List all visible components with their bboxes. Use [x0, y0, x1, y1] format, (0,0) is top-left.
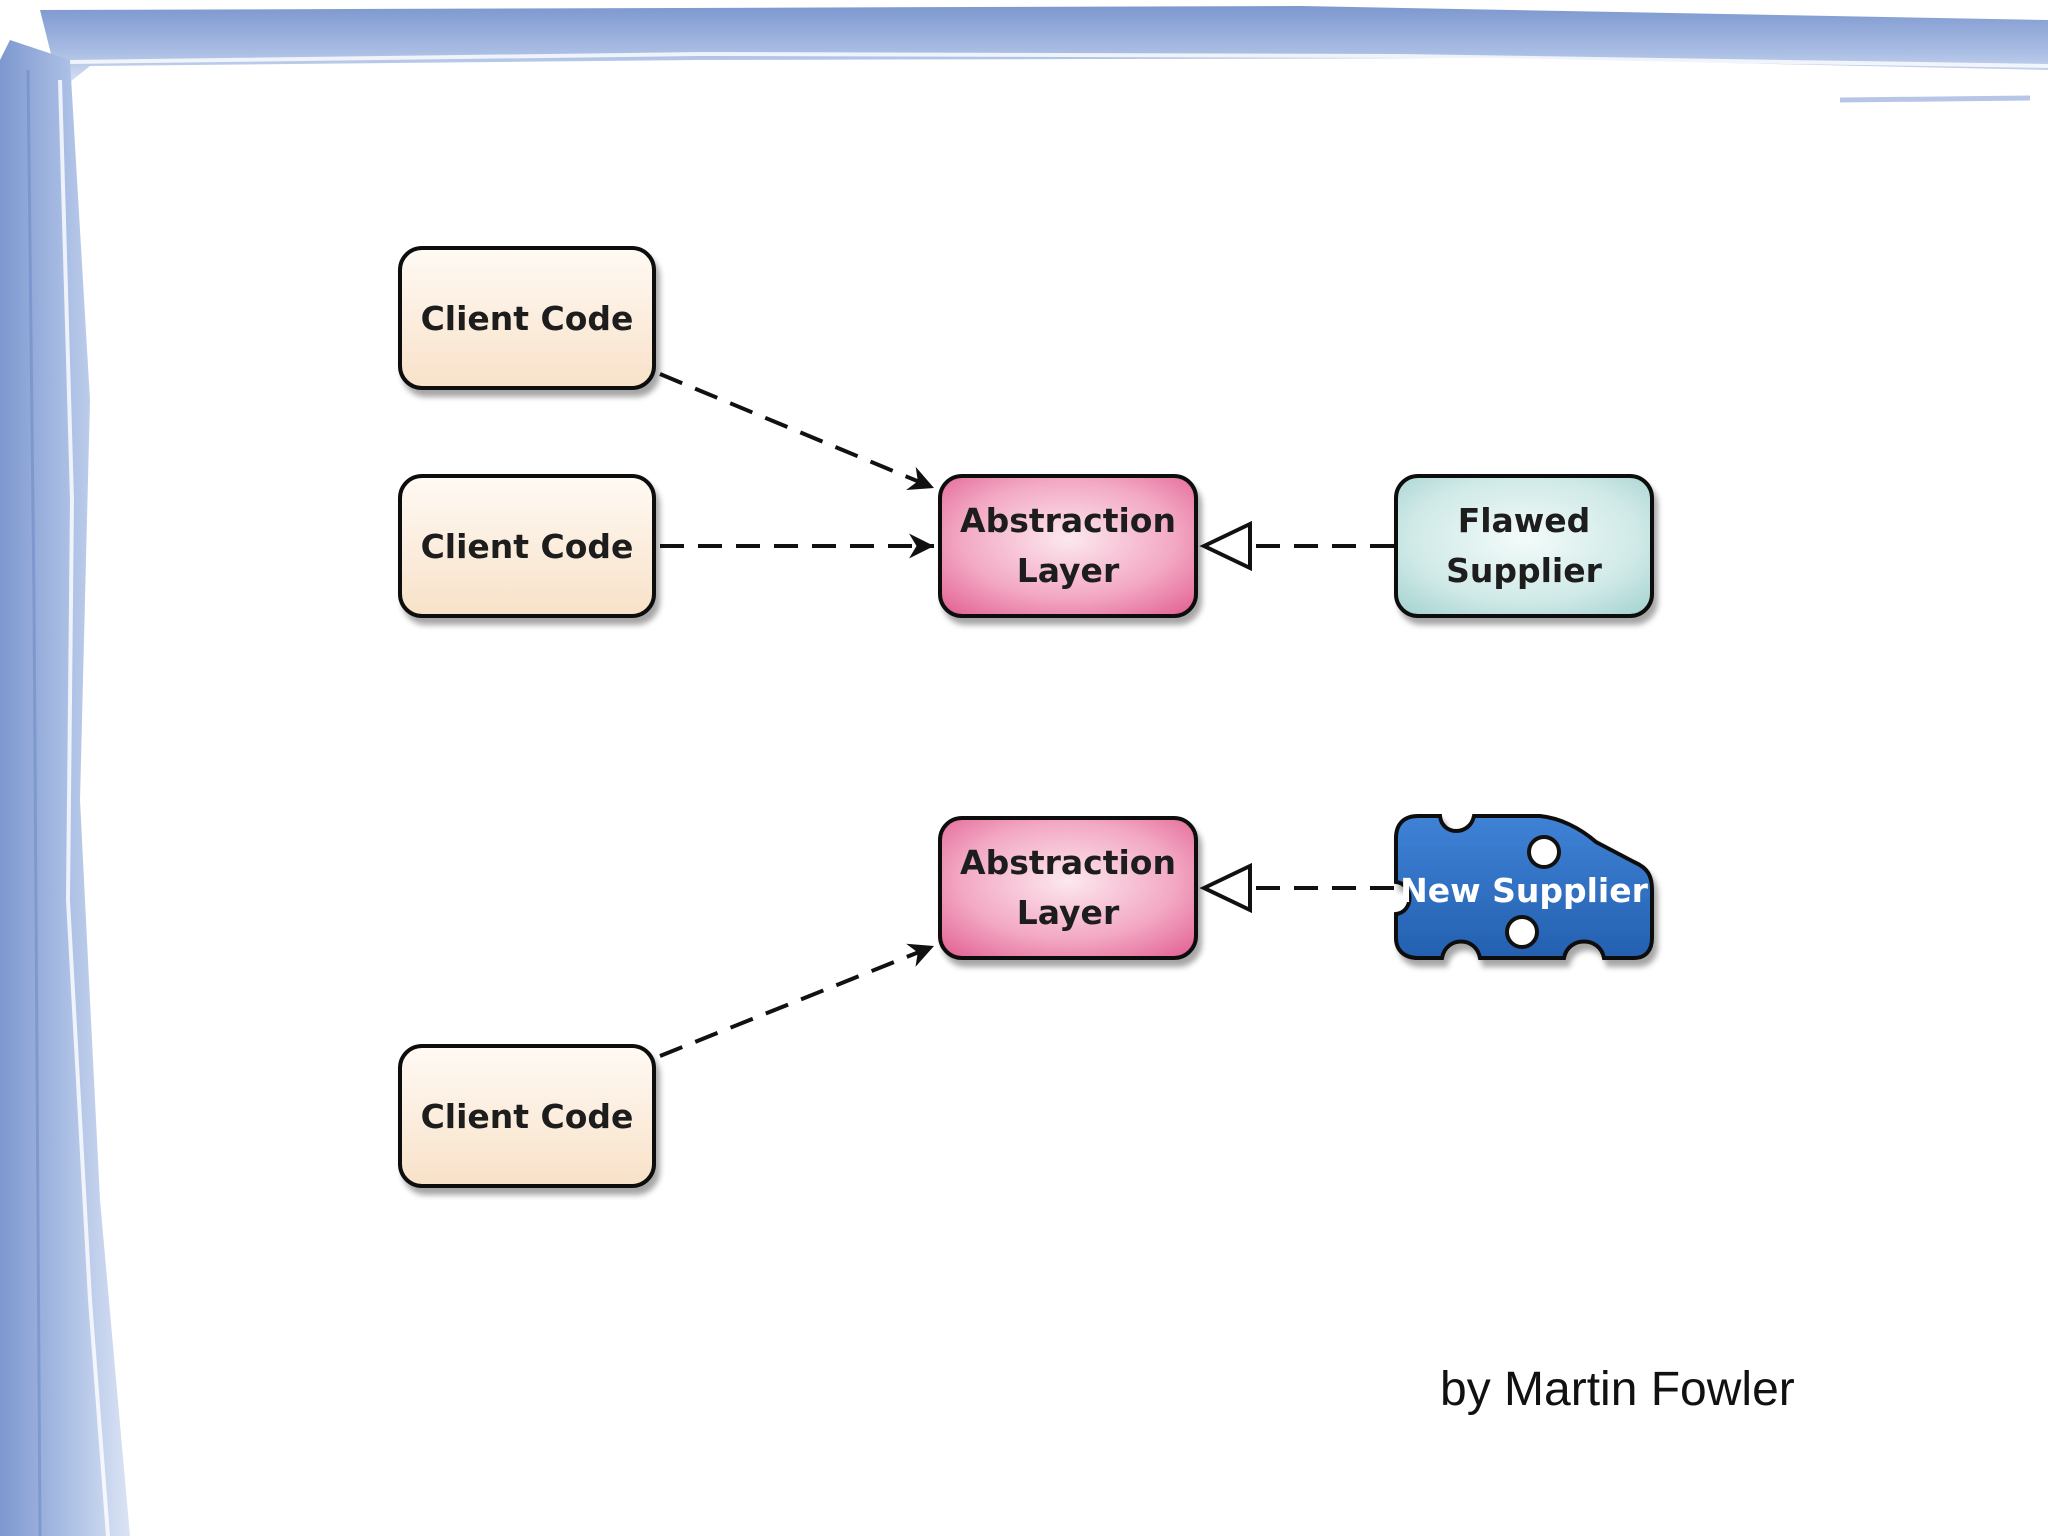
frame-top-stroke [69, 51, 2048, 68]
node-new-supplier: New Supplier [1394, 814, 1654, 960]
edge-client-bottom-to-abstraction-bottom [659, 943, 935, 1058]
author-credit: by Martin Fowler [1440, 1363, 1795, 1416]
cheese-hole [1505, 915, 1539, 949]
frame-top-band [40, 6, 2048, 90]
hollow-triangle-arrowhead-top [1199, 520, 1252, 572]
node-label-line-2: Layer [1017, 551, 1120, 590]
node-client-code-middle: Client Code [398, 474, 656, 618]
node-label: New Supplier [1400, 871, 1648, 910]
hollow-triangle-arrowhead-bottom [1199, 862, 1252, 914]
node-label-line-1: Abstraction [960, 843, 1176, 882]
node-label: Client Code [421, 1097, 634, 1136]
node-client-code-top: Client Code [398, 246, 656, 390]
node-label-line-2: Layer [1017, 893, 1120, 932]
node-abstraction-layer-top: Abstraction Layer [938, 474, 1198, 618]
frame-left-stroke-2 [26, 69, 42, 1536]
node-label: Client Code [421, 299, 634, 338]
cheese-shape-icon [1394, 814, 1654, 960]
frame-top-stroke-2 [1839, 95, 2031, 103]
node-label-line-2: Supplier [1446, 551, 1603, 590]
node-client-code-bottom: Client Code [398, 1044, 656, 1188]
node-flawed-supplier: Flawed Supplier [1394, 474, 1654, 618]
node-abstraction-layer-bottom: Abstraction Layer [938, 816, 1198, 960]
node-label: Client Code [421, 527, 634, 566]
edge-client-top-to-abstraction-top [659, 372, 935, 490]
node-label-line-1: Flawed [1458, 501, 1591, 540]
cheese-hole [1527, 835, 1561, 869]
frame-left-stroke [58, 79, 110, 1536]
node-label-line-1: Abstraction [960, 501, 1176, 540]
